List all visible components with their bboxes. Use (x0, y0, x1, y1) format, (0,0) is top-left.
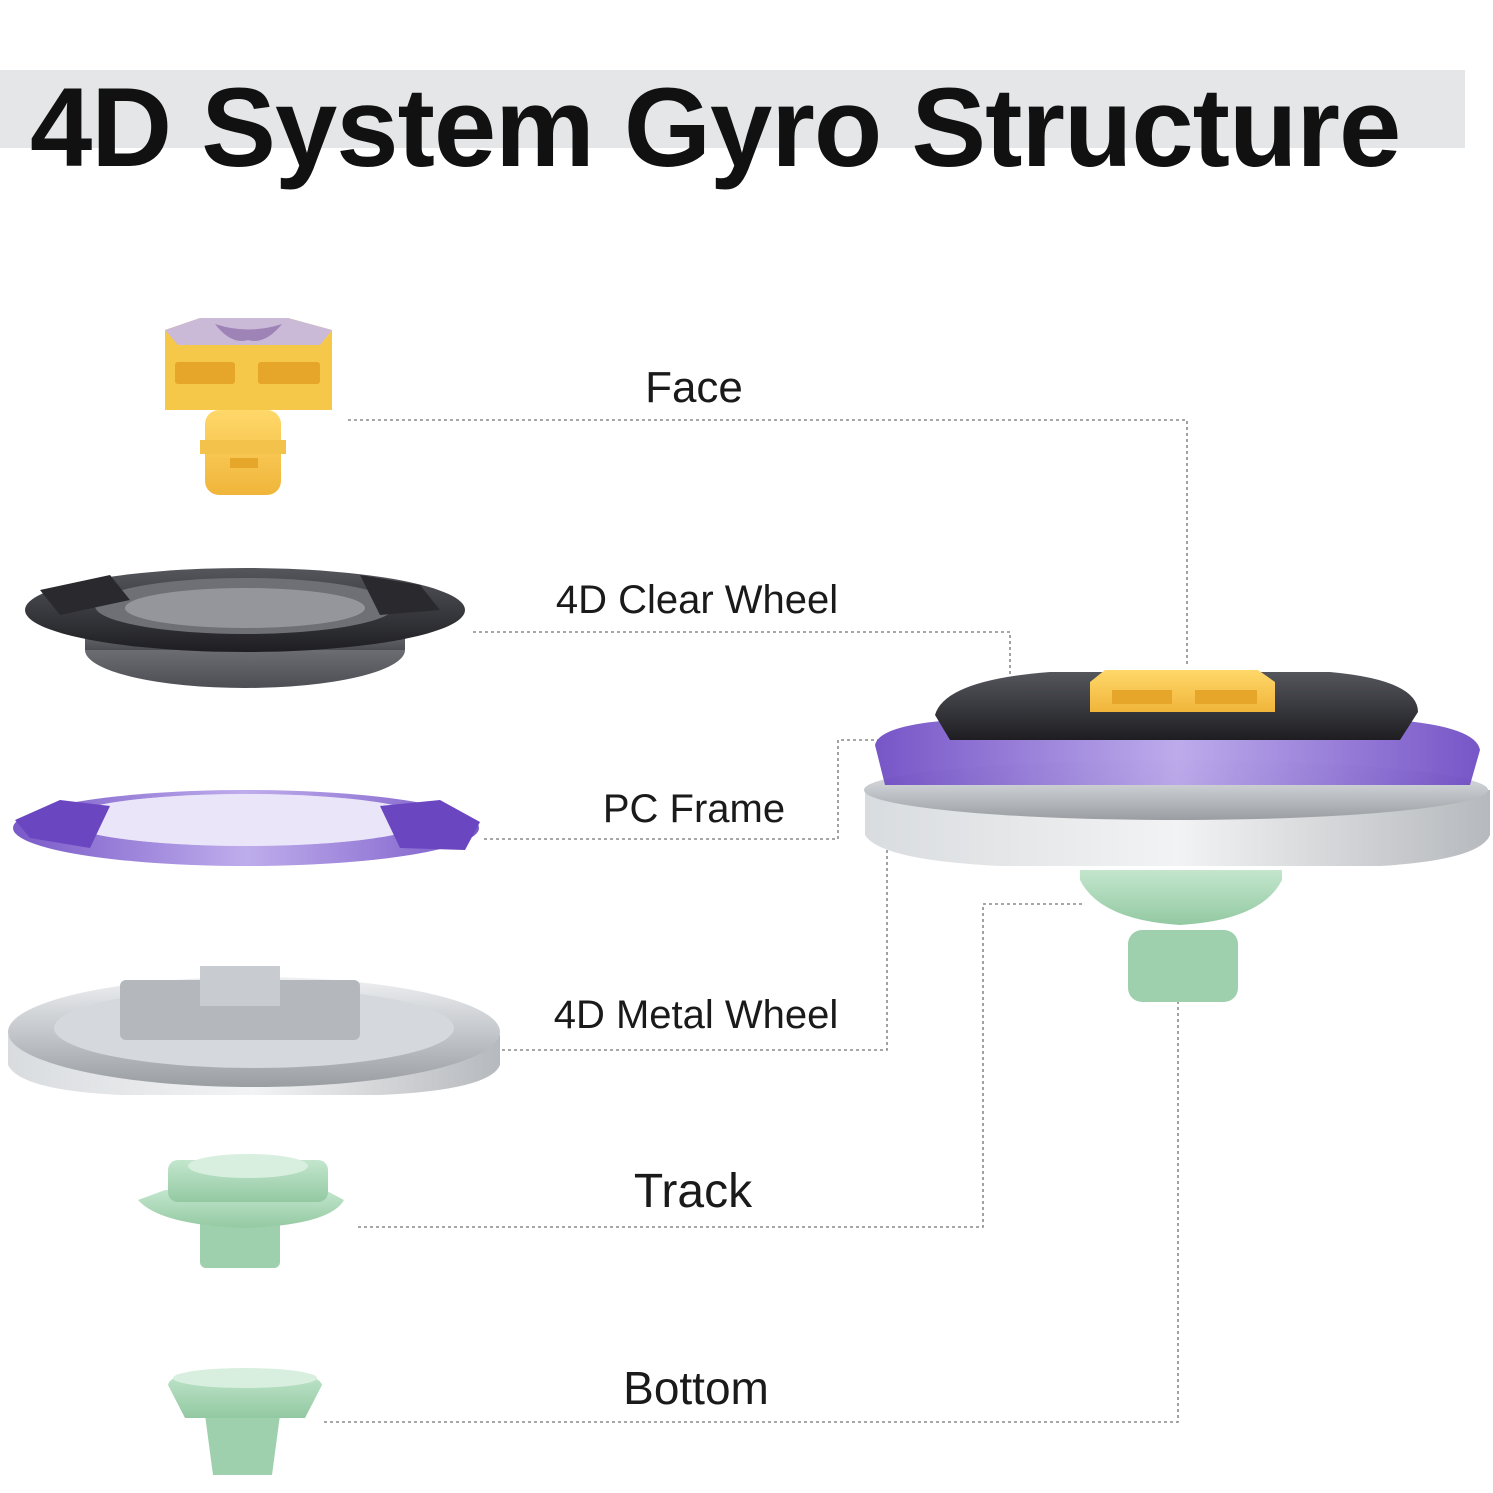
leader-lines (324, 419, 1188, 1423)
face-part-icon (165, 318, 332, 495)
leader-line-clear-wheel (473, 631, 1011, 690)
pc-frame-icon (13, 790, 480, 866)
leader-line-face (348, 419, 1188, 665)
label-bottom: Bottom (623, 1362, 769, 1414)
label-track: Track (633, 1165, 753, 1218)
leader-line-pc-frame (484, 739, 878, 840)
label-metal-wheel: 4D Metal Wheel (553, 993, 839, 1037)
leader-line-track (358, 903, 1082, 1228)
page-title: 4D System Gyro Structure (30, 65, 1401, 190)
clear-wheel-icon (25, 568, 465, 688)
label-face: Face (645, 363, 743, 412)
leader-line-bottom (324, 1000, 1179, 1423)
title-band: 4D System Gyro Structure (0, 65, 1465, 190)
label-clear-wheel: 4D Clear Wheel (555, 578, 839, 622)
track-icon (138, 1154, 344, 1268)
label-pc-frame: PC Frame (602, 787, 786, 831)
assembled-gyro-icon (864, 670, 1490, 1002)
bottom-icon (168, 1368, 322, 1475)
metal-wheel-icon (8, 966, 500, 1095)
